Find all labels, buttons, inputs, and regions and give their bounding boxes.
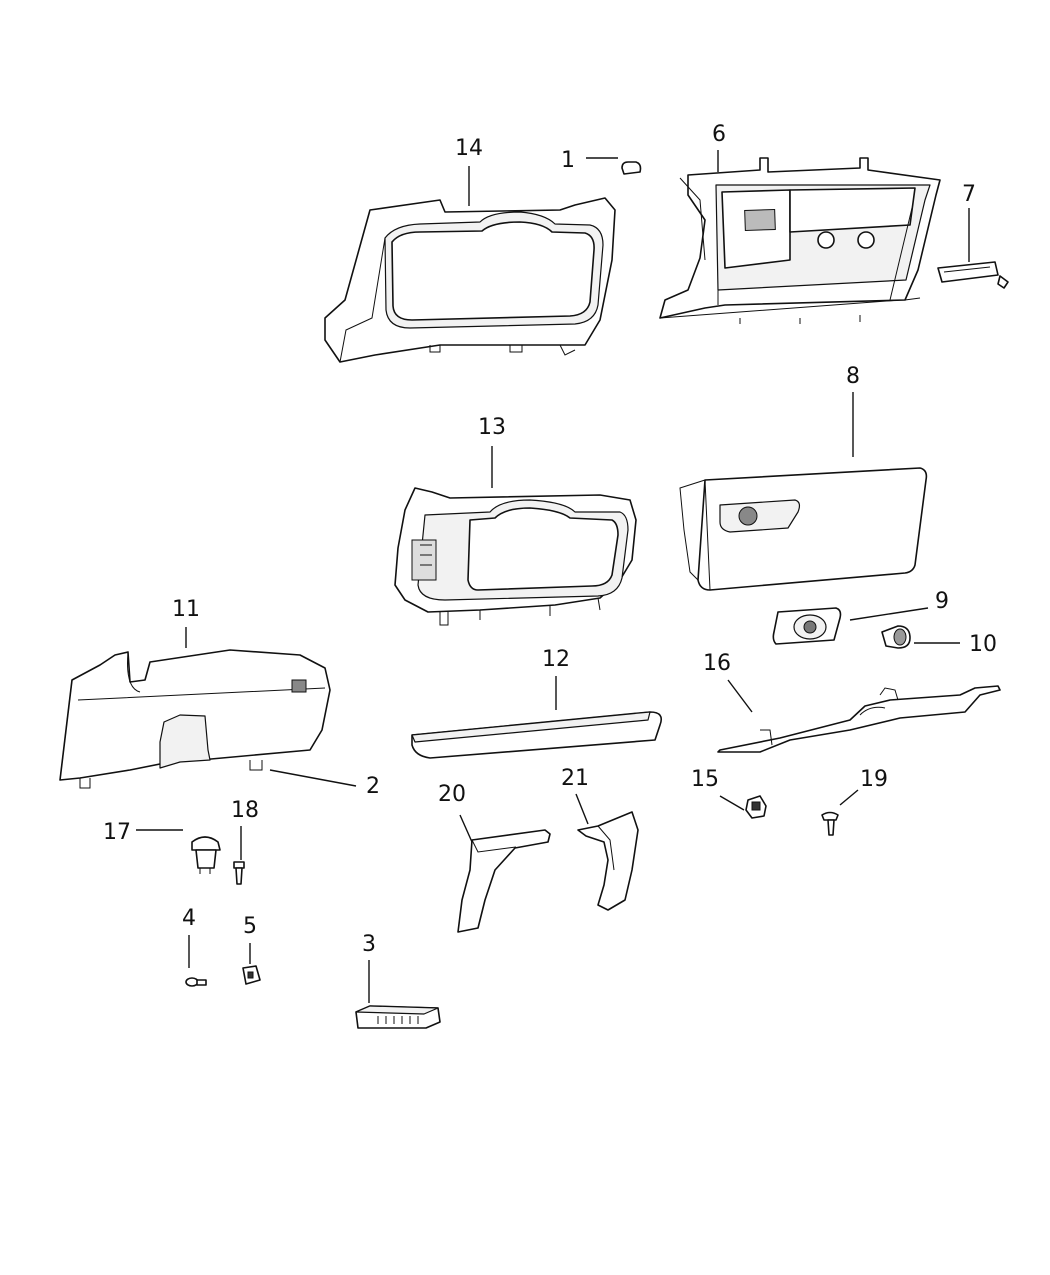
callout-11: 11 bbox=[172, 597, 200, 622]
leader-15 bbox=[719, 795, 745, 811]
callout-5: 5 bbox=[243, 914, 257, 939]
callout-9: 9 bbox=[935, 589, 949, 614]
leader-2 bbox=[269, 769, 357, 787]
callout-7: 7 bbox=[962, 182, 976, 207]
callout-8: 8 bbox=[846, 364, 860, 389]
part-12-trim-strip bbox=[411, 711, 663, 759]
callout-14: 14 bbox=[455, 136, 483, 161]
part-15-clip bbox=[745, 795, 767, 819]
callout-13: 13 bbox=[478, 415, 506, 440]
callout-1: 1 bbox=[561, 148, 575, 173]
part-6-glovebox-housing bbox=[659, 157, 941, 324]
part-9-latch-handle bbox=[772, 607, 842, 645]
callout-18: 18 bbox=[231, 798, 259, 823]
part-13-inner-bezel bbox=[394, 487, 637, 626]
part-16-bracket bbox=[717, 685, 1001, 753]
part-3-module bbox=[355, 1005, 441, 1029]
part-18-screw bbox=[233, 861, 245, 885]
part-11-lower-panel bbox=[59, 649, 331, 789]
part-19-push-pin bbox=[821, 811, 839, 836]
part-14-bezel bbox=[324, 197, 616, 363]
callout-12: 12 bbox=[542, 647, 570, 672]
callout-labels: 14 1 6 7 8 13 9 10 11 12 16 2 15 19 20 2… bbox=[103, 122, 997, 957]
part-21-right-trim bbox=[577, 811, 639, 911]
part-20-left-trim bbox=[457, 829, 551, 933]
part-5-nut-clip bbox=[242, 965, 261, 985]
leader-16 bbox=[727, 679, 753, 713]
callout-4: 4 bbox=[182, 906, 196, 931]
callout-19: 19 bbox=[860, 767, 888, 792]
callout-10: 10 bbox=[969, 632, 997, 657]
part-8-glovebox-door bbox=[679, 467, 928, 591]
callout-15: 15 bbox=[691, 767, 719, 792]
callout-20: 20 bbox=[438, 782, 466, 807]
leader-19 bbox=[839, 789, 859, 806]
part-4-bolt bbox=[185, 977, 207, 987]
leader-21 bbox=[575, 793, 589, 825]
leader-20 bbox=[459, 814, 473, 843]
part-1-clip bbox=[621, 161, 642, 175]
callout-17: 17 bbox=[103, 820, 131, 845]
callout-16: 16 bbox=[703, 651, 731, 676]
callout-3: 3 bbox=[362, 932, 376, 957]
part-10-lock-cylinder bbox=[881, 625, 911, 649]
callout-6: 6 bbox=[712, 122, 726, 147]
callout-2: 2 bbox=[366, 774, 380, 799]
callout-21: 21 bbox=[561, 766, 589, 791]
leader-lines bbox=[136, 150, 970, 1003]
part-7-striker bbox=[937, 261, 1009, 289]
leader-9 bbox=[849, 607, 929, 621]
part-17-switch bbox=[191, 836, 221, 874]
